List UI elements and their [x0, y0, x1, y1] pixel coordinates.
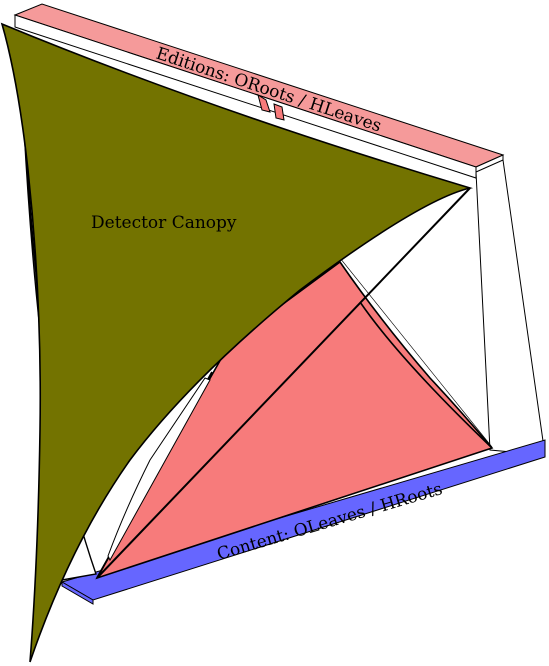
- crossing-lines: [96, 187, 471, 579]
- bottom-slab-front-face: [61, 581, 94, 605]
- frame-right-panel: [475, 159, 546, 456]
- pink-sail-tip-2: [273, 103, 285, 121]
- detector-canopy: [0, 22, 474, 663]
- pink-sail-tip: [257, 93, 271, 113]
- crossing-line-long: [96, 187, 471, 579]
- frame-thin-diagonal: [339, 257, 493, 448]
- white-wedge: [107, 377, 211, 562]
- top-slab: [13, 3, 505, 179]
- canopy-label: Detector Canopy: [91, 213, 237, 233]
- pink-sail-inner-edge: [359, 301, 493, 449]
- bottom-slab: [60, 439, 546, 605]
- canopy-shape: [0, 22, 474, 663]
- pink-sail: [95, 93, 494, 580]
- pink-sail-shape: [95, 260, 494, 580]
